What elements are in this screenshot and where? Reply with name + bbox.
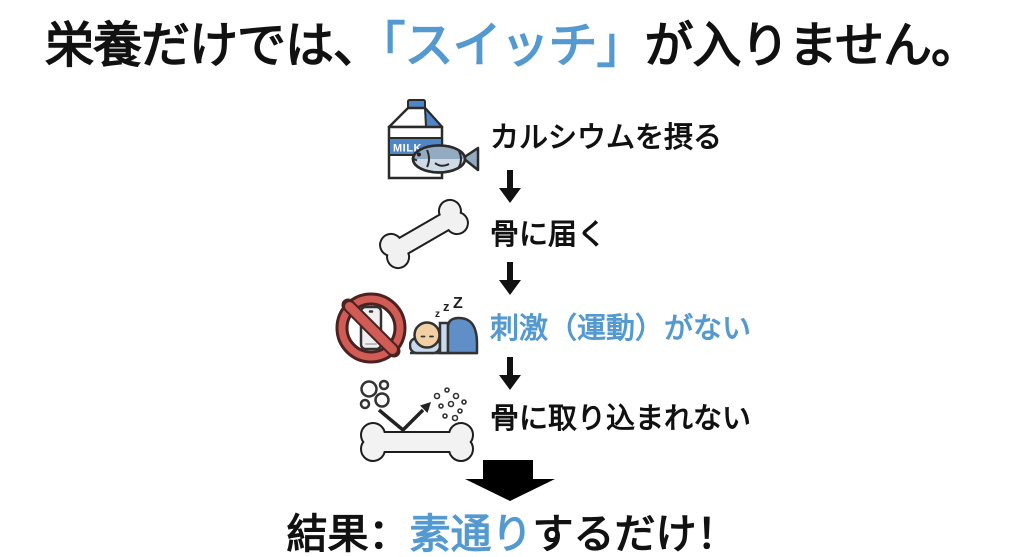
head bbox=[413, 321, 441, 349]
down-arrow-icon bbox=[499, 357, 521, 390]
no-phone-icon bbox=[335, 292, 407, 364]
result-pre: 結果： bbox=[286, 511, 410, 557]
bubbles bbox=[359, 379, 390, 410]
title-highlight: 「スイッチ」 bbox=[380, 19, 646, 73]
spray-dots bbox=[433, 387, 467, 422]
slide-title: 栄養だけでは、「スイッチ」が入りません。 bbox=[0, 16, 1024, 77]
title-pre: 栄養だけでは、 bbox=[44, 19, 382, 73]
step-label-4: 骨に取り込まれない bbox=[490, 403, 752, 435]
step-label-3: 刺激（運動）がない bbox=[490, 313, 752, 345]
big-down-arrow-icon bbox=[465, 460, 555, 501]
fish-icon bbox=[411, 144, 480, 174]
bone-icon bbox=[378, 196, 470, 272]
title-post: が入りません。 bbox=[644, 19, 981, 73]
milk-carton-and-fish-icon: MILK bbox=[387, 99, 480, 180]
zzz-text: z z Z bbox=[435, 296, 463, 320]
result-text: 結果：素通りするだけ！ bbox=[0, 500, 1024, 557]
bone-leak-icon bbox=[359, 379, 474, 462]
svg-text:z: z bbox=[435, 309, 440, 320]
step-label-1: カルシウムを摂る bbox=[490, 122, 723, 154]
milk-label: MILK bbox=[393, 143, 422, 155]
result-highlight: 素通り bbox=[409, 511, 533, 557]
svg-text:Z: Z bbox=[453, 296, 463, 312]
svg-text:z: z bbox=[443, 299, 450, 314]
sleeping-person-icon: z z Z bbox=[409, 296, 479, 355]
down-arrow-icon bbox=[499, 170, 521, 203]
blanket bbox=[446, 316, 479, 355]
result-post: するだけ！ bbox=[532, 511, 738, 557]
bounce-arrow bbox=[377, 402, 431, 433]
step-label-2: 骨に届く bbox=[490, 219, 607, 251]
down-arrow-icon bbox=[499, 262, 521, 295]
